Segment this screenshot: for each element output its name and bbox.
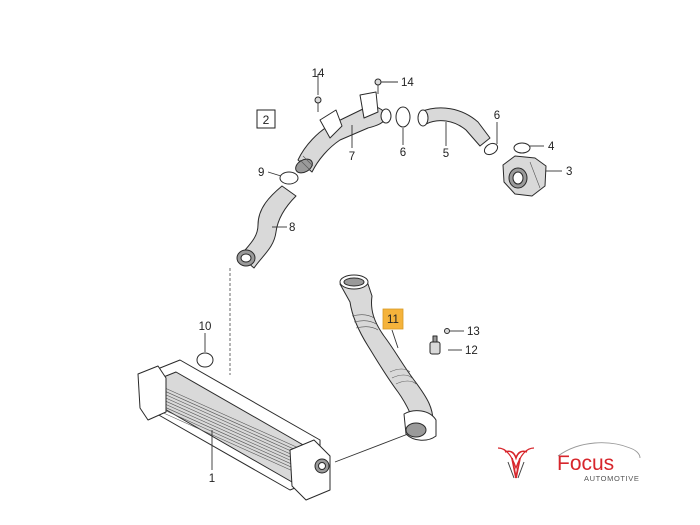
part-9-oring (279, 171, 299, 185)
callout-11: 11 (387, 314, 399, 326)
callout-1: 1 (209, 473, 215, 485)
callout-5: 5 (443, 148, 449, 160)
intercooler-fin (155, 399, 313, 471)
brand-name: Focus (557, 452, 614, 475)
part-11-outlet-pipe (339, 274, 437, 441)
brand-tagline: AUTOMOTIVE (584, 474, 639, 483)
intercooler-fin (155, 396, 313, 468)
group-label: 2 (263, 113, 270, 127)
part-7-upper-pipe (295, 91, 392, 174)
part-6-oring-upper (395, 106, 411, 128)
part-6-oring-right (483, 142, 499, 156)
part-14-bolt-left (314, 80, 322, 112)
callout-14-right: 14 (401, 77, 414, 89)
callout-6-upper: 6 (400, 147, 406, 159)
callout-13: 13 (467, 326, 480, 338)
callout-12: 12 (465, 345, 478, 357)
callout-3: 3 (566, 166, 572, 178)
brand-logo: Focus AUTOMOTIVE (497, 442, 641, 483)
intercooler-fin (155, 383, 313, 455)
callout-7: 7 (349, 151, 355, 163)
intercooler-fin (155, 402, 313, 474)
intercooler-fin (155, 409, 313, 480)
callout-8: 8 (289, 222, 295, 234)
brand-mark-icon (497, 447, 535, 479)
intercooler-fin (155, 390, 313, 461)
part-13-screw (444, 328, 450, 334)
callout-4: 4 (548, 141, 555, 153)
part-3-outlet-housing (502, 155, 547, 197)
callout-6-right: 6 (494, 110, 500, 122)
brand-car-swoosh (557, 442, 641, 459)
part-5-hose (417, 107, 491, 147)
part-14-bolt-right (374, 78, 382, 94)
intercooler-fin (155, 393, 313, 464)
group-box (256, 109, 276, 129)
callout-10: 10 (199, 321, 212, 333)
intercooler-fin (155, 406, 313, 477)
part-10-oring (196, 352, 214, 368)
callout-11-highlight (382, 308, 404, 330)
part-4-oring (513, 142, 531, 154)
callout-14-left: 14 (312, 68, 325, 80)
callout-9: 9 (258, 167, 264, 179)
part-8-hose (236, 185, 297, 269)
part-12-sensor (429, 335, 441, 355)
part-1-intercooler (137, 359, 331, 501)
intercooler-fin (155, 386, 313, 458)
leader-lines (204, 74, 562, 470)
